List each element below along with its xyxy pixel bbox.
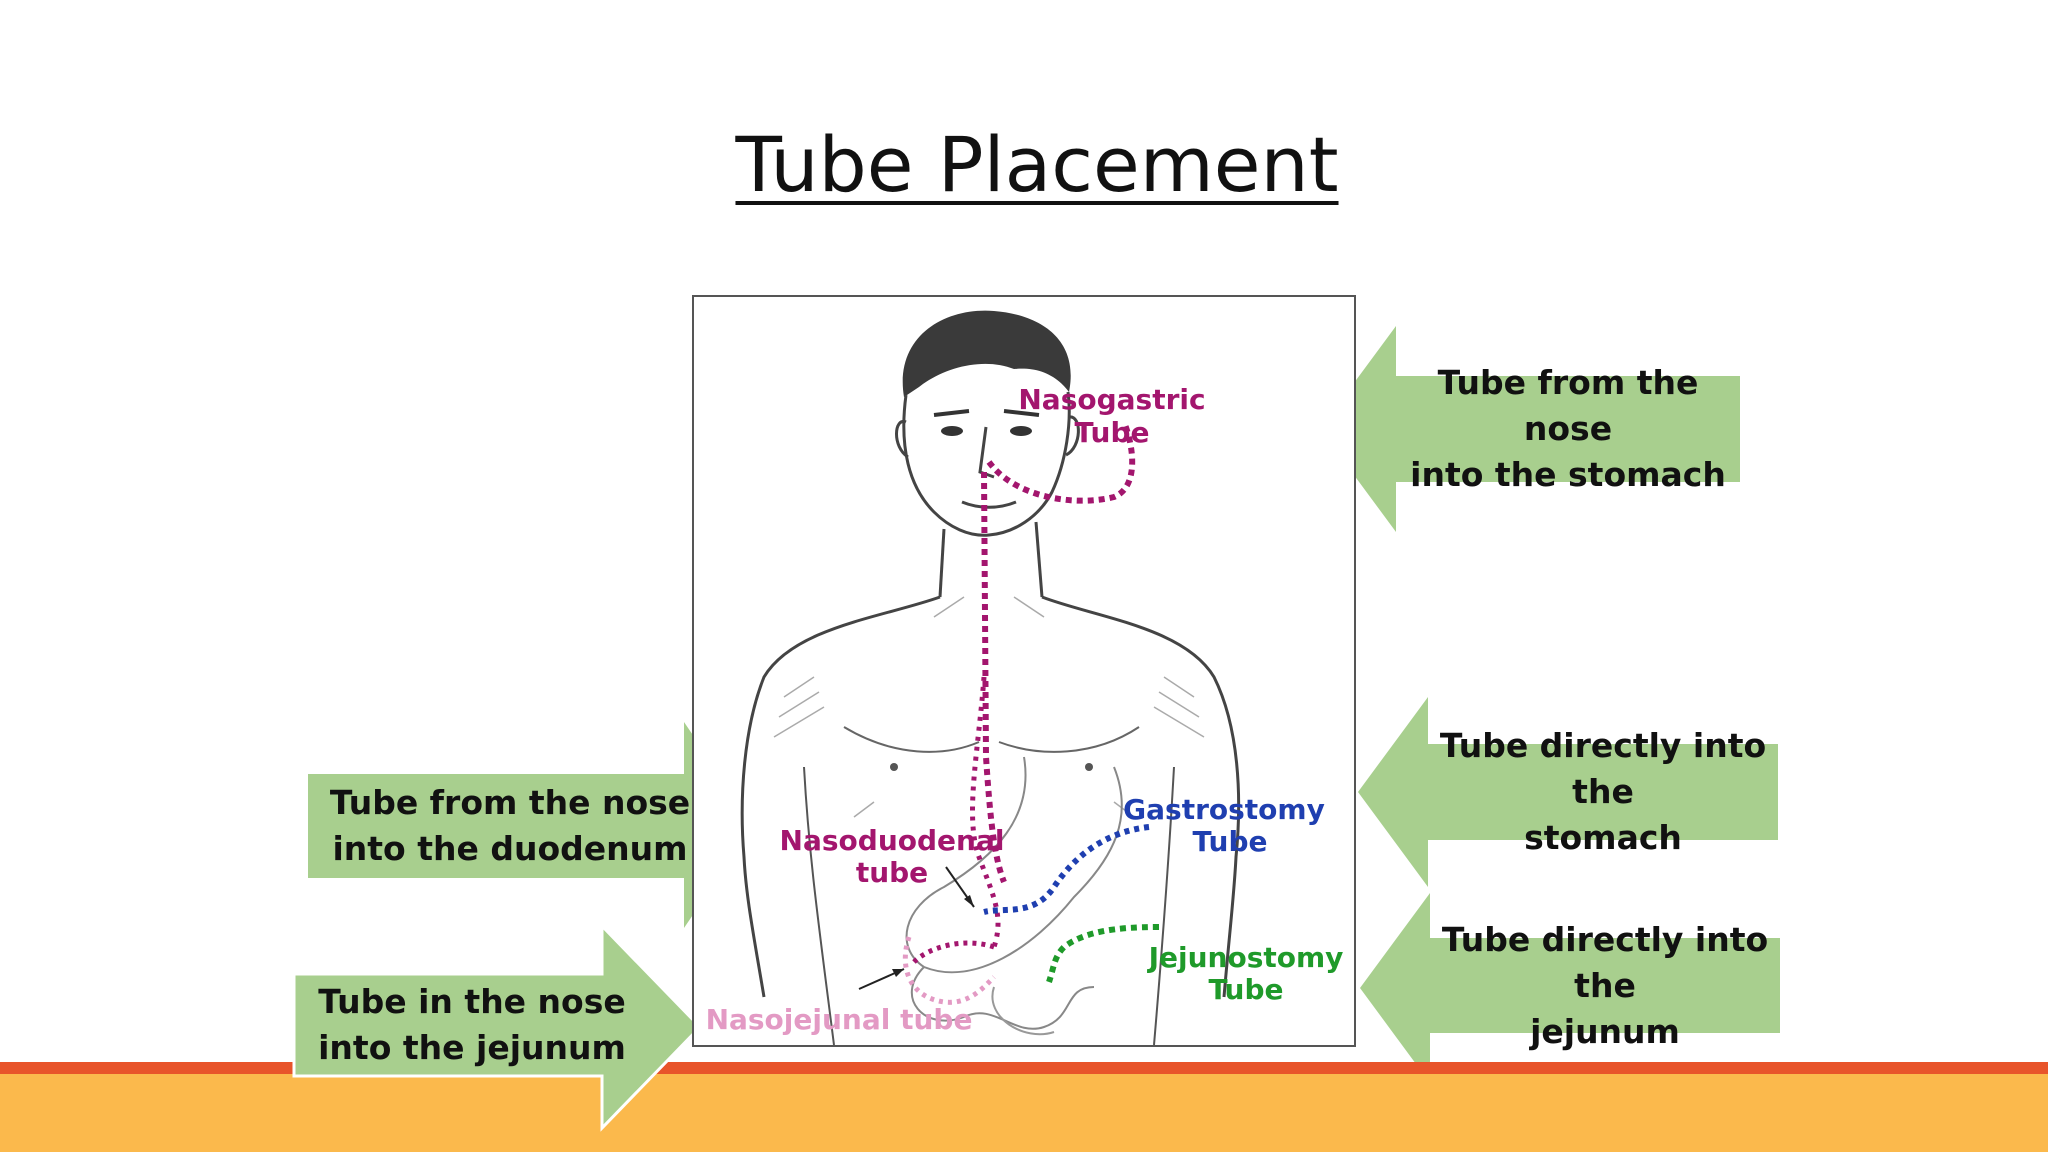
gastrostomy-label: Tube — [1193, 825, 1268, 858]
callout-nasogastric: Tube from the nose into the stomach — [1320, 326, 1740, 532]
callout-jejunostomy-text: Tube directly into the jejunum — [1430, 920, 1780, 1051]
left-arrow-icon — [1358, 697, 1778, 887]
nasoduodenal-label: tube — [856, 856, 928, 889]
callout-line: Tube from the nose — [329, 783, 691, 822]
callout-line: Tube directly into the — [1439, 726, 1767, 811]
callout-line: Tube directly into the — [1441, 919, 1769, 1005]
left-arrow-icon — [1320, 326, 1740, 532]
left-arrow-icon — [1360, 893, 1780, 1083]
nasogastric-label: Nasogastric — [1018, 383, 1205, 416]
nasojejunal-label: Nasojejunal tube — [706, 1003, 973, 1036]
callout-line: stomach — [1524, 818, 1682, 857]
footer-bar — [0, 1074, 2048, 1152]
human-torso-anatomy-icon: Nasogastric Tube Gastrostomy Tube Nasodu… — [706, 310, 1344, 1045]
nasoduodenal-label: Nasoduodenal — [780, 824, 1005, 857]
callout-nasogastric-text: Tube from the nose into the stomach — [1396, 363, 1740, 494]
callout-gastrostomy-text: Tube directly into the stomach — [1428, 726, 1778, 857]
callout-nasojejunal: Tube in the nose into the jejunum — [292, 922, 703, 1132]
right-arrow-icon — [292, 922, 703, 1132]
callout-nasoduodenal-text: Tube from the nose into the duodenum — [308, 774, 712, 878]
callout-line: into the stomach — [1410, 455, 1726, 494]
slide-title: Tube Placement — [735, 120, 1339, 209]
nasogastric-label: Tube — [1075, 416, 1150, 449]
right-arrow-icon — [308, 722, 754, 928]
callout-nasojejunal-text: Tube in the nose into the jejunum — [294, 974, 650, 1076]
anatomy-figure: Nasogastric Tube Gastrostomy Tube Nasodu… — [692, 295, 1356, 1047]
callout-line: into the jejunum — [318, 1028, 626, 1067]
callout-nasoduodenal: Tube from the nose into the duodenum — [308, 722, 754, 928]
jejunostomy-label: Tube — [1209, 973, 1284, 1006]
jejunostomy-label: Jejunostomy — [1147, 941, 1344, 974]
callout-line: into the duodenum — [332, 829, 688, 868]
callout-line: Tube from the nose — [1437, 363, 1699, 448]
callout-line: Tube in the nose — [318, 982, 626, 1021]
callout-gastrostomy: Tube directly into the stomach — [1358, 697, 1778, 887]
callout-jejunostomy: Tube directly into the jejunum — [1360, 893, 1780, 1083]
callout-line: jejunum — [1530, 1011, 1680, 1051]
gastrostomy-label: Gastrostomy — [1123, 793, 1325, 826]
